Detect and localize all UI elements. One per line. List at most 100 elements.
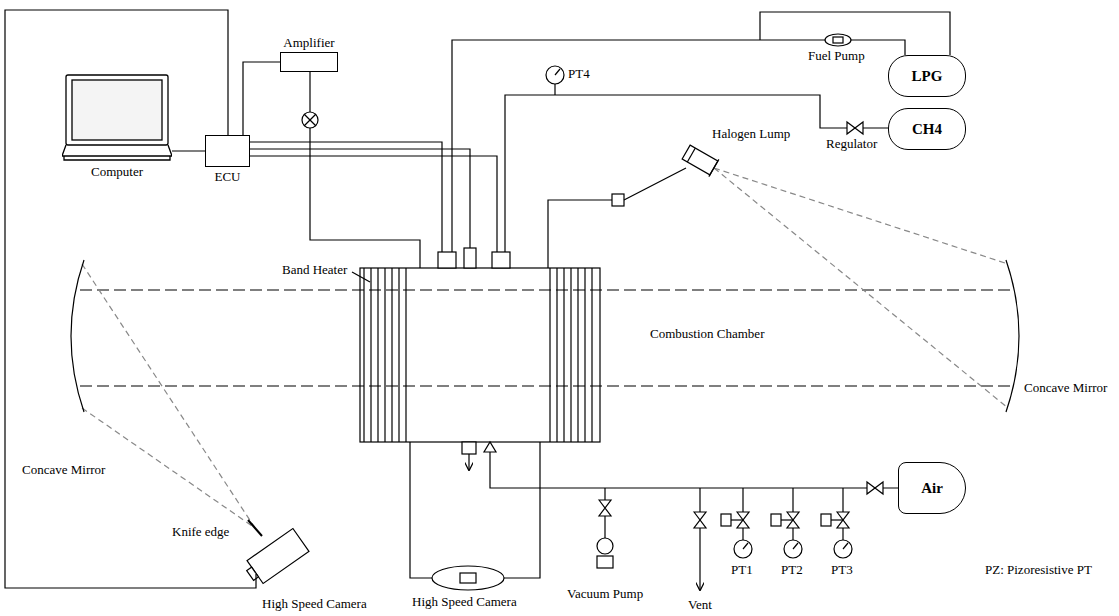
vent-valve xyxy=(694,488,706,590)
amplifier-box: Amplifier xyxy=(280,35,338,72)
part-label: Concave Mirror xyxy=(22,462,105,477)
air-line xyxy=(484,442,898,494)
connector-wire xyxy=(172,150,205,151)
band-heater xyxy=(577,268,578,442)
band-heater xyxy=(405,268,406,442)
gas-bottle: CH4 xyxy=(888,108,966,150)
knife-edge xyxy=(248,520,262,536)
light-ray xyxy=(82,264,255,528)
pressure-gauge xyxy=(821,488,852,558)
pressure-gauge xyxy=(831,519,843,520)
concave-mirror xyxy=(71,260,1019,412)
air-line xyxy=(867,482,883,494)
camera-symbol xyxy=(247,567,259,580)
vent-valve xyxy=(694,512,706,528)
light-ray xyxy=(714,168,1008,264)
pressure-gauge xyxy=(731,519,743,520)
fuel-line xyxy=(452,12,950,252)
halogen-lamp xyxy=(548,200,612,268)
pressure-gauge xyxy=(555,69,560,75)
knife-edge xyxy=(248,520,262,536)
vacuum-pump-symbol xyxy=(597,488,613,568)
halogen-lamp xyxy=(687,148,695,162)
camera-symbol xyxy=(410,442,432,578)
pressure-gauge xyxy=(771,488,802,558)
band-heater xyxy=(377,268,378,442)
setup-illustration xyxy=(5,10,1019,590)
part-label: PT3 xyxy=(831,562,853,577)
fuel-pump-symbol xyxy=(825,34,851,46)
injector xyxy=(438,248,510,268)
gas-bottle: LPG xyxy=(888,55,966,97)
pressure-gauge xyxy=(784,540,802,558)
band-heater xyxy=(391,268,392,442)
camera-symbol xyxy=(460,573,476,583)
pressure-gauge xyxy=(793,543,798,549)
vacuum-pump-symbol xyxy=(599,500,611,516)
part-label: High Speed Camera xyxy=(412,594,517,609)
pressure-gauge xyxy=(721,488,752,558)
band-heater xyxy=(549,268,550,442)
pressure-gauge xyxy=(742,528,743,540)
concave-mirror xyxy=(1006,260,1019,412)
signal-wire xyxy=(250,142,497,252)
band-heater xyxy=(591,268,592,442)
camera-symbol xyxy=(410,442,540,590)
pressure-gauge xyxy=(842,488,843,512)
vacuum-pump-symbol xyxy=(597,538,613,554)
band-heater xyxy=(384,268,385,442)
pressure-gauge xyxy=(821,514,831,526)
pressure-sensor xyxy=(310,128,420,268)
pressure-gauge xyxy=(743,543,748,549)
pressure-gauge xyxy=(771,514,781,526)
concave-mirror xyxy=(71,260,84,412)
halogen-lamp xyxy=(709,159,719,176)
camera-symbol xyxy=(242,528,309,586)
pressure-gauge xyxy=(546,66,564,95)
combustion-chamber xyxy=(360,268,600,442)
halogen-lamp xyxy=(612,194,624,206)
halogen-lamp xyxy=(624,168,686,200)
pressure-gauge xyxy=(834,540,852,558)
monitor-icon xyxy=(64,156,170,160)
halogen-lamp xyxy=(681,143,719,176)
signal-wire xyxy=(250,156,497,252)
part-label: Fuel Pump xyxy=(808,48,865,63)
node-label: ECU xyxy=(205,169,250,185)
monitor-icon xyxy=(66,75,168,145)
vacuum-pump-symbol xyxy=(604,488,605,500)
monitor-icon xyxy=(62,145,172,156)
monitor-icon xyxy=(72,80,162,140)
halogen-lamp xyxy=(548,143,719,268)
camera-symbol xyxy=(468,454,469,470)
pressure-gauge xyxy=(734,540,752,558)
connector-wire xyxy=(243,62,280,135)
air-line xyxy=(490,452,898,488)
monitor-icon xyxy=(62,72,172,164)
part-label: Vacuum Pump xyxy=(567,586,643,601)
pressure-gauge xyxy=(742,488,743,512)
part-label: Band Heater xyxy=(282,262,347,277)
pressure-sensor xyxy=(304,114,316,126)
pressure-gauge xyxy=(554,84,555,95)
band-heater xyxy=(364,268,592,442)
part-label: Concave Mirror xyxy=(1024,380,1107,395)
camera-symbol xyxy=(432,566,504,590)
pressure-gauge xyxy=(721,514,731,526)
schlieren-beam xyxy=(80,290,1010,386)
light-ray xyxy=(82,168,1008,528)
part-label: Vent xyxy=(688,597,712,612)
part-label: Halogen Lump xyxy=(712,126,790,141)
part-label: PT4 xyxy=(568,66,590,81)
gas-line xyxy=(505,95,888,252)
fuel-pump-symbol xyxy=(833,37,843,43)
node-label: Amplifier xyxy=(280,35,338,51)
light-ray xyxy=(714,168,1008,408)
pressure-gauge xyxy=(843,543,848,549)
band-heater xyxy=(563,268,564,442)
node-label: Air xyxy=(921,480,943,496)
leader-line xyxy=(352,272,370,282)
node-label: Computer xyxy=(62,164,172,180)
band-heater xyxy=(584,268,585,442)
pressure-gauge xyxy=(546,66,564,84)
